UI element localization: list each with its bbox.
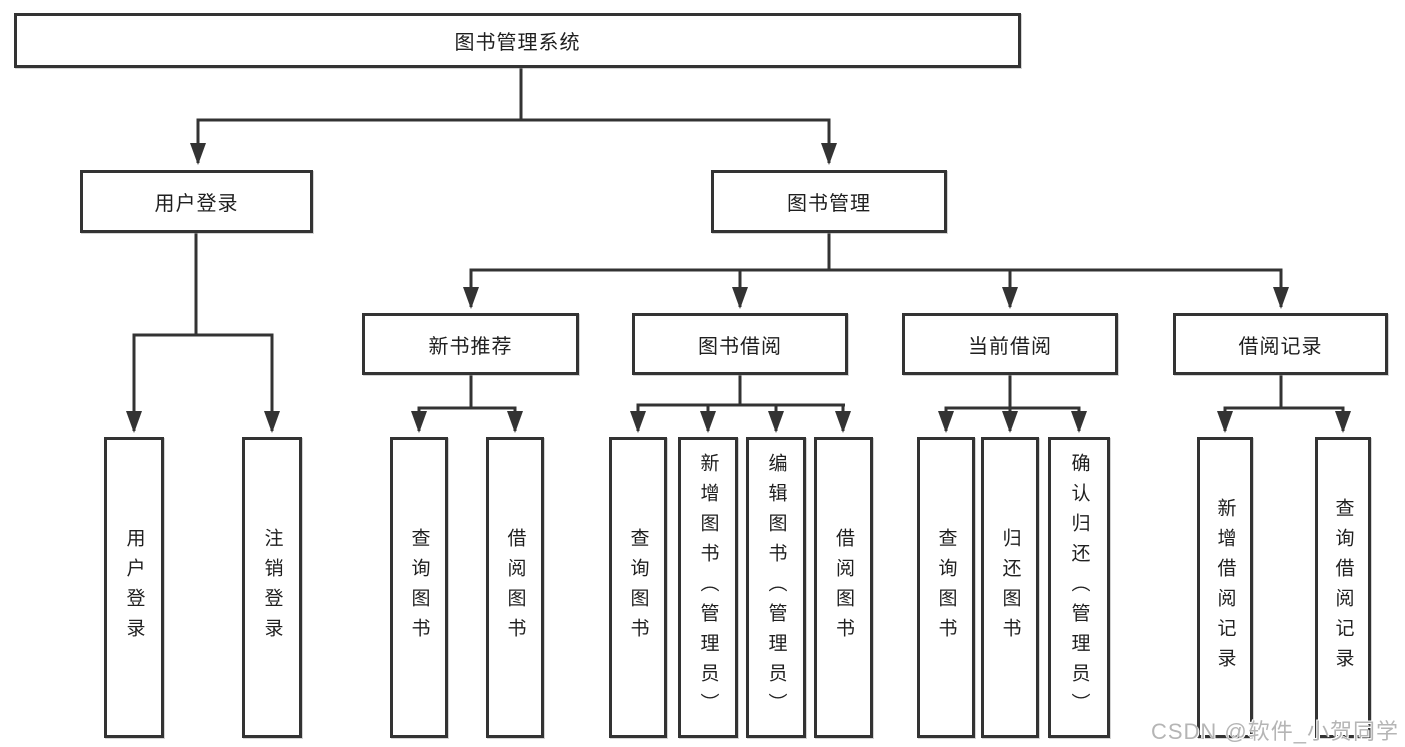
leaf-logout: 注销登录 [242,437,302,738]
leaf-query-borrow-record-label: 查询借阅记录 [1332,497,1354,678]
leaf-user-login: 用户登录 [104,437,164,738]
node-root-label: 图书管理系统 [454,32,581,54]
leaf-logout-label: 注销登录 [261,527,283,648]
leaf-borrow-book-label: 借阅图书 [833,527,854,648]
node-current-borrow-label: 当前借阅 [968,335,1052,358]
csdn-watermark: CSDN @软件_小贺同学 [1150,719,1399,744]
node-current-borrow: 当前借阅 [902,313,1118,375]
node-book-management-branch: 图书管理 [711,170,947,233]
node-book-management-branch-label: 图书管理 [787,193,871,215]
leaf-borrow-book: 借阅图书 [814,437,873,738]
leaf-confirm-return-admin: 确认归还（管理员） [1048,437,1110,738]
node-new-book-recommend-label: 新书推荐 [428,335,513,358]
leaf-recommend-query-book-label: 查询图书 [408,527,430,648]
leaf-current-query-book: 查询图书 [917,437,975,738]
node-borrow-record-label: 借阅记录 [1238,335,1323,358]
leaf-edit-book-admin: 编辑图书（管理员） [746,437,806,738]
leaf-borrow-query-book-label: 查询图书 [627,527,649,648]
leaf-return-book: 归还图书 [981,437,1039,738]
node-new-book-recommend: 新书推荐 [362,313,579,375]
leaf-user-login-label: 用户登录 [123,527,145,648]
leaf-recommend-query-book: 查询图书 [390,437,448,738]
leaf-return-book-label: 归还图书 [999,527,1021,648]
node-borrow-record: 借阅记录 [1173,313,1388,375]
leaf-current-query-book-label: 查询图书 [935,527,957,648]
leaf-add-borrow-record-label: 新增借阅记录 [1214,497,1236,678]
node-book-borrow: 图书借阅 [632,313,848,375]
leaf-add-book-admin-label: 新增图书（管理员） [697,452,719,723]
node-user-login-branch: 用户登录 [80,170,313,233]
leaf-recommend-borrow-book-label: 借阅图书 [504,527,526,648]
leaf-add-book-admin: 新增图书（管理员） [678,437,738,738]
leaf-edit-book-admin-label: 编辑图书（管理员） [765,452,787,723]
node-book-borrow-label: 图书借阅 [698,335,782,358]
leaf-query-borrow-record: 查询借阅记录 [1315,437,1371,738]
node-user-login-branch-label: 用户登录 [154,193,239,215]
leaf-add-borrow-record: 新增借阅记录 [1197,437,1253,738]
leaf-recommend-borrow-book: 借阅图书 [486,437,544,738]
node-root: 图书管理系统 [14,13,1021,68]
leaf-borrow-query-book: 查询图书 [609,437,667,738]
leaf-confirm-return-admin-label: 确认归还（管理员） [1068,452,1090,723]
